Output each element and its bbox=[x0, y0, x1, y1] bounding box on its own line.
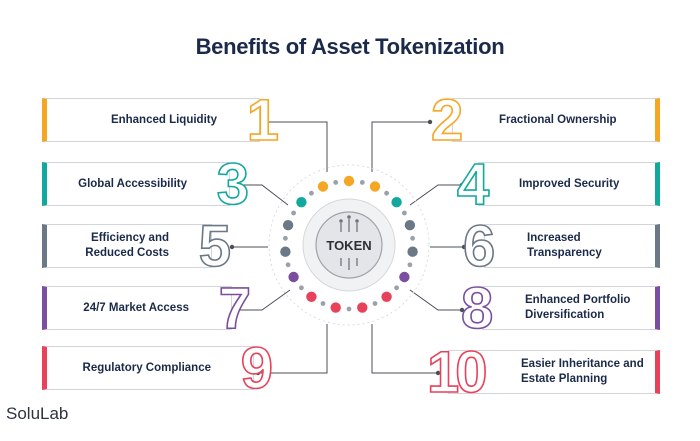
hub-bead-1 bbox=[343, 175, 355, 187]
benefit-card-2: 2 Fractional Ownership bbox=[430, 91, 660, 150]
hub-bead-12 bbox=[394, 285, 399, 291]
benefit-label-6-text: Increased Transparency bbox=[527, 232, 602, 259]
hub-bead-17 bbox=[330, 302, 341, 313]
circuit-node-icon bbox=[339, 219, 343, 223]
hub-bead-7 bbox=[404, 220, 416, 231]
benefit-label-1: Enhanced Liquidity bbox=[110, 113, 217, 126]
hub-bead-22 bbox=[285, 262, 291, 268]
connector-line-2 bbox=[371, 121, 430, 172]
connector-line-9 bbox=[258, 324, 328, 374]
hub-bead-30 bbox=[333, 180, 339, 185]
hub-bead-18 bbox=[320, 301, 326, 306]
benefit-card-1: Enhanced Liquidity 1 bbox=[42, 91, 280, 150]
connector-dot-1 bbox=[259, 119, 265, 125]
hub-bead-6 bbox=[402, 210, 407, 216]
connector-line-3 bbox=[236, 184, 289, 206]
hub-bead-14 bbox=[372, 301, 378, 306]
hub-bead-16 bbox=[346, 306, 352, 312]
connector-line-10 bbox=[371, 324, 438, 374]
hub-bead-28 bbox=[309, 190, 314, 196]
circuit-node-icon bbox=[347, 215, 351, 219]
hub-bead-27 bbox=[296, 197, 307, 208]
benefit-label-8-text: Enhanced Portfolio Diversification bbox=[525, 294, 631, 321]
benefit-label-5-text: Efficiency and Reduced Costs bbox=[85, 232, 169, 259]
hub-bead-19 bbox=[306, 291, 317, 302]
benefit-label-7: 24/7 Market Access bbox=[83, 301, 189, 314]
connector-dot-2 bbox=[427, 119, 433, 125]
hub-bead-5 bbox=[391, 197, 402, 208]
benefit-card-4: 4 Improved Security bbox=[456, 155, 660, 214]
hub-bead-15 bbox=[357, 302, 368, 313]
hub-bead-3 bbox=[369, 181, 381, 192]
benefit-label-10: Easier Inheritance and Estate Planning bbox=[521, 351, 653, 393]
hub-bead-24 bbox=[283, 235, 288, 241]
hub-bead-8 bbox=[410, 235, 415, 241]
connector-dot-9 bbox=[255, 370, 261, 376]
hub-bead-9 bbox=[407, 246, 418, 257]
connector-dot-3 bbox=[233, 182, 239, 188]
benefit-label-9: Regulatory Compliance bbox=[82, 361, 211, 374]
hub-bead-4 bbox=[384, 190, 389, 196]
hub-bead-26 bbox=[291, 210, 296, 216]
token-coin bbox=[315, 211, 383, 279]
connector-line-7 bbox=[236, 289, 291, 311]
connector-dot-8 bbox=[459, 307, 465, 313]
token-label: TOKEN bbox=[326, 238, 371, 253]
hub-bead-25 bbox=[282, 220, 294, 231]
benefit-card-6: 6 Increased Transparency bbox=[462, 217, 660, 276]
benefit-card-9: Regulatory Compliance 9 bbox=[42, 339, 274, 398]
connector-line-1 bbox=[262, 121, 328, 172]
connector-dot-10 bbox=[435, 370, 441, 376]
brand-logo-text: SoluLab bbox=[6, 404, 69, 423]
connector-line-4 bbox=[409, 184, 462, 206]
hub-outer-ring bbox=[268, 164, 430, 326]
benefit-label-4: Improved Security bbox=[519, 177, 620, 190]
benefit-label-10-text: Easier Inheritance and Estate Planning bbox=[521, 358, 644, 385]
benefit-card-8: 8 Enhanced Portfolio Diversification bbox=[460, 279, 660, 338]
benefit-card-7: 24/7 Market Access 7 bbox=[42, 279, 252, 338]
benefit-label-6: Increased Transparency bbox=[527, 225, 627, 267]
benefit-label-3: Global Accessibility bbox=[78, 177, 187, 190]
page-title: Benefits of Asset Tokenization bbox=[195, 34, 505, 59]
connector-dot-4 bbox=[459, 182, 465, 188]
connector-dot-7 bbox=[233, 307, 239, 313]
hub-bead-23 bbox=[280, 246, 291, 257]
connector-line-8 bbox=[409, 289, 462, 311]
hub-bead-21 bbox=[288, 271, 299, 283]
circuit-node-icon bbox=[355, 219, 359, 223]
benefit-card-3: Global Accessibility 3 bbox=[42, 155, 250, 214]
connector-dot-5 bbox=[229, 244, 235, 250]
hub-bead-13 bbox=[381, 291, 392, 302]
hub-bead-29 bbox=[317, 181, 329, 192]
benefit-card-5: Efficiency and Reduced Costs 5 bbox=[42, 217, 232, 276]
connector-dot-6 bbox=[461, 244, 467, 250]
hub-bead-10 bbox=[407, 262, 413, 268]
hub-bead-11 bbox=[399, 271, 410, 283]
benefit-label-2: Fractional Ownership bbox=[499, 113, 617, 126]
hub-bead-2 bbox=[359, 180, 365, 185]
benefit-card-10: 10 Easier Inheritance and Estate Plannin… bbox=[426, 343, 660, 402]
benefit-label-8: Enhanced Portfolio Diversification bbox=[525, 287, 651, 329]
circuit-icon bbox=[340, 219, 358, 270]
benefit-label-5: Efficiency and Reduced Costs bbox=[59, 225, 169, 267]
hub-bead-20 bbox=[299, 285, 304, 291]
